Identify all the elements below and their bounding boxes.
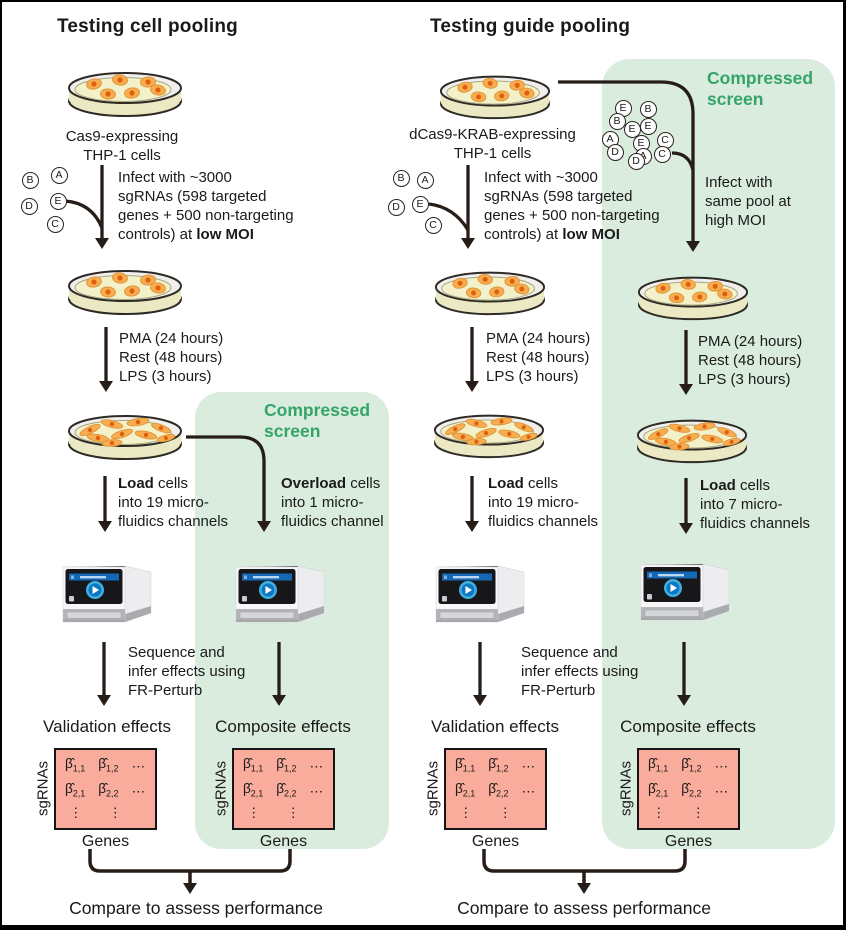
sgrnas-axis-label: sgRNAs bbox=[617, 761, 635, 817]
sgrna-circle-e: E bbox=[49, 192, 67, 210]
arrow-infect-right bbox=[461, 165, 475, 249]
genes-axis-label: Genes bbox=[664, 833, 713, 850]
infect-low-text-left: Infect with ~3000 sgRNAs (598 targeted g… bbox=[118, 169, 294, 243]
sgrna-circle-c: C bbox=[46, 215, 64, 233]
sgrna-circle-a: A bbox=[50, 166, 68, 184]
petri-dish-activated-far bbox=[629, 410, 755, 466]
cluster-circle: D bbox=[606, 143, 624, 161]
load-text-left: Load cells into 19 micro-fluidics channe… bbox=[118, 475, 229, 530]
arrow-infect-left bbox=[95, 165, 109, 249]
genes-axis-label: Genes bbox=[259, 833, 308, 850]
sgrna-circle-b: B bbox=[21, 171, 39, 189]
arrow-treatment-left bbox=[99, 327, 113, 392]
infect-low-text-right: Infect with ~3000 sgRNAs (598 targeted g… bbox=[484, 169, 660, 243]
validation-heading-left: Validation effects bbox=[43, 717, 171, 736]
cluster-circle: B bbox=[608, 112, 626, 130]
treatment-text-far: PMA (24 hours)Rest (48 hours)LPS (3 hour… bbox=[698, 333, 803, 388]
sgrnas-axis-label: sgRNAs bbox=[424, 761, 442, 817]
arrow-load-left bbox=[98, 476, 112, 532]
treatment-text-left: PMA (24 hours)Rest (48 hours)LPS (3 hour… bbox=[119, 330, 224, 385]
load-text-far: Load cells into 7 micro-fluidics channel… bbox=[700, 477, 811, 532]
compare-text-left: Compare to assess performance bbox=[69, 898, 323, 918]
sgrna-circle-b: B bbox=[392, 169, 410, 187]
sgrnas-axis-label: sgRNAs bbox=[34, 761, 52, 817]
swoosh-cluster bbox=[671, 151, 695, 171]
cluster-circle: E bbox=[639, 117, 657, 135]
composite-heading-right: Composite effects bbox=[620, 717, 756, 736]
cluster-circle: D bbox=[627, 152, 645, 170]
infect-high-text: Infect with same pool at high MOI bbox=[705, 174, 791, 229]
cluster-circle: B bbox=[639, 100, 657, 118]
genes-axis-label: Genes bbox=[471, 833, 520, 850]
swoosh-pool-left bbox=[64, 199, 104, 229]
sgrna-circle-d: D bbox=[20, 197, 38, 215]
load-text-mid: Load cells into 19 micro-fluidics channe… bbox=[488, 475, 599, 530]
sequencer-left-1 bbox=[59, 556, 155, 628]
sgrna-circle-c: C bbox=[424, 216, 442, 234]
arrow-sequence-right-2 bbox=[677, 642, 691, 706]
composite-heading-left: Composite effects bbox=[215, 717, 351, 736]
petri-dish-infected-far bbox=[630, 267, 756, 323]
sequencer-right-2 bbox=[637, 554, 733, 626]
arrow-load-far bbox=[679, 478, 693, 534]
petri-dish-activated-left bbox=[60, 405, 190, 463]
swoosh-pool-mid bbox=[428, 202, 470, 231]
arrow-sequence-left-1 bbox=[97, 642, 111, 706]
connector-high-moi bbox=[558, 80, 700, 252]
arrow-treatment-mid bbox=[465, 327, 479, 392]
merge-bracket-right bbox=[482, 849, 687, 894]
sgrnas-axis-label: sgRNAs bbox=[212, 761, 230, 817]
petri-dish-infected-left bbox=[60, 260, 190, 318]
sequencer-right-1 bbox=[432, 556, 528, 628]
treatment-text-mid: PMA (24 hours)Rest (48 hours)LPS (3 hour… bbox=[486, 330, 591, 385]
cluster-circle: C bbox=[653, 145, 671, 163]
arrow-load-mid bbox=[465, 476, 479, 532]
merge-bracket-left bbox=[88, 849, 292, 894]
arrow-sequence-left-2 bbox=[272, 642, 286, 706]
petri-dish-dcas9 bbox=[432, 66, 558, 122]
petri-dish-cas9 bbox=[60, 62, 190, 120]
arrow-sequence-right-1 bbox=[473, 642, 487, 706]
sequencer-left-2 bbox=[232, 556, 328, 628]
connector-overload bbox=[186, 435, 271, 532]
sgrna-circle-e: E bbox=[411, 195, 429, 213]
petri-dish-infected-mid bbox=[427, 262, 553, 318]
overload-text: Overload cells into 1 micro-fluidics cha… bbox=[281, 475, 384, 530]
petri-dish-activated-mid bbox=[426, 405, 552, 461]
sgrna-circle-d: D bbox=[387, 198, 405, 216]
arrow-treatment-far bbox=[679, 330, 693, 395]
validation-heading-right: Validation effects bbox=[431, 717, 559, 736]
cluster-circle: C bbox=[656, 131, 674, 149]
compare-text-right: Compare to assess performance bbox=[457, 898, 711, 918]
sgrna-circle-a: A bbox=[416, 171, 434, 189]
panel-title-right: Testing guide pooling bbox=[430, 16, 631, 37]
panel-title-left: Testing cell pooling bbox=[57, 16, 238, 37]
genes-axis-label: Genes bbox=[81, 833, 130, 850]
